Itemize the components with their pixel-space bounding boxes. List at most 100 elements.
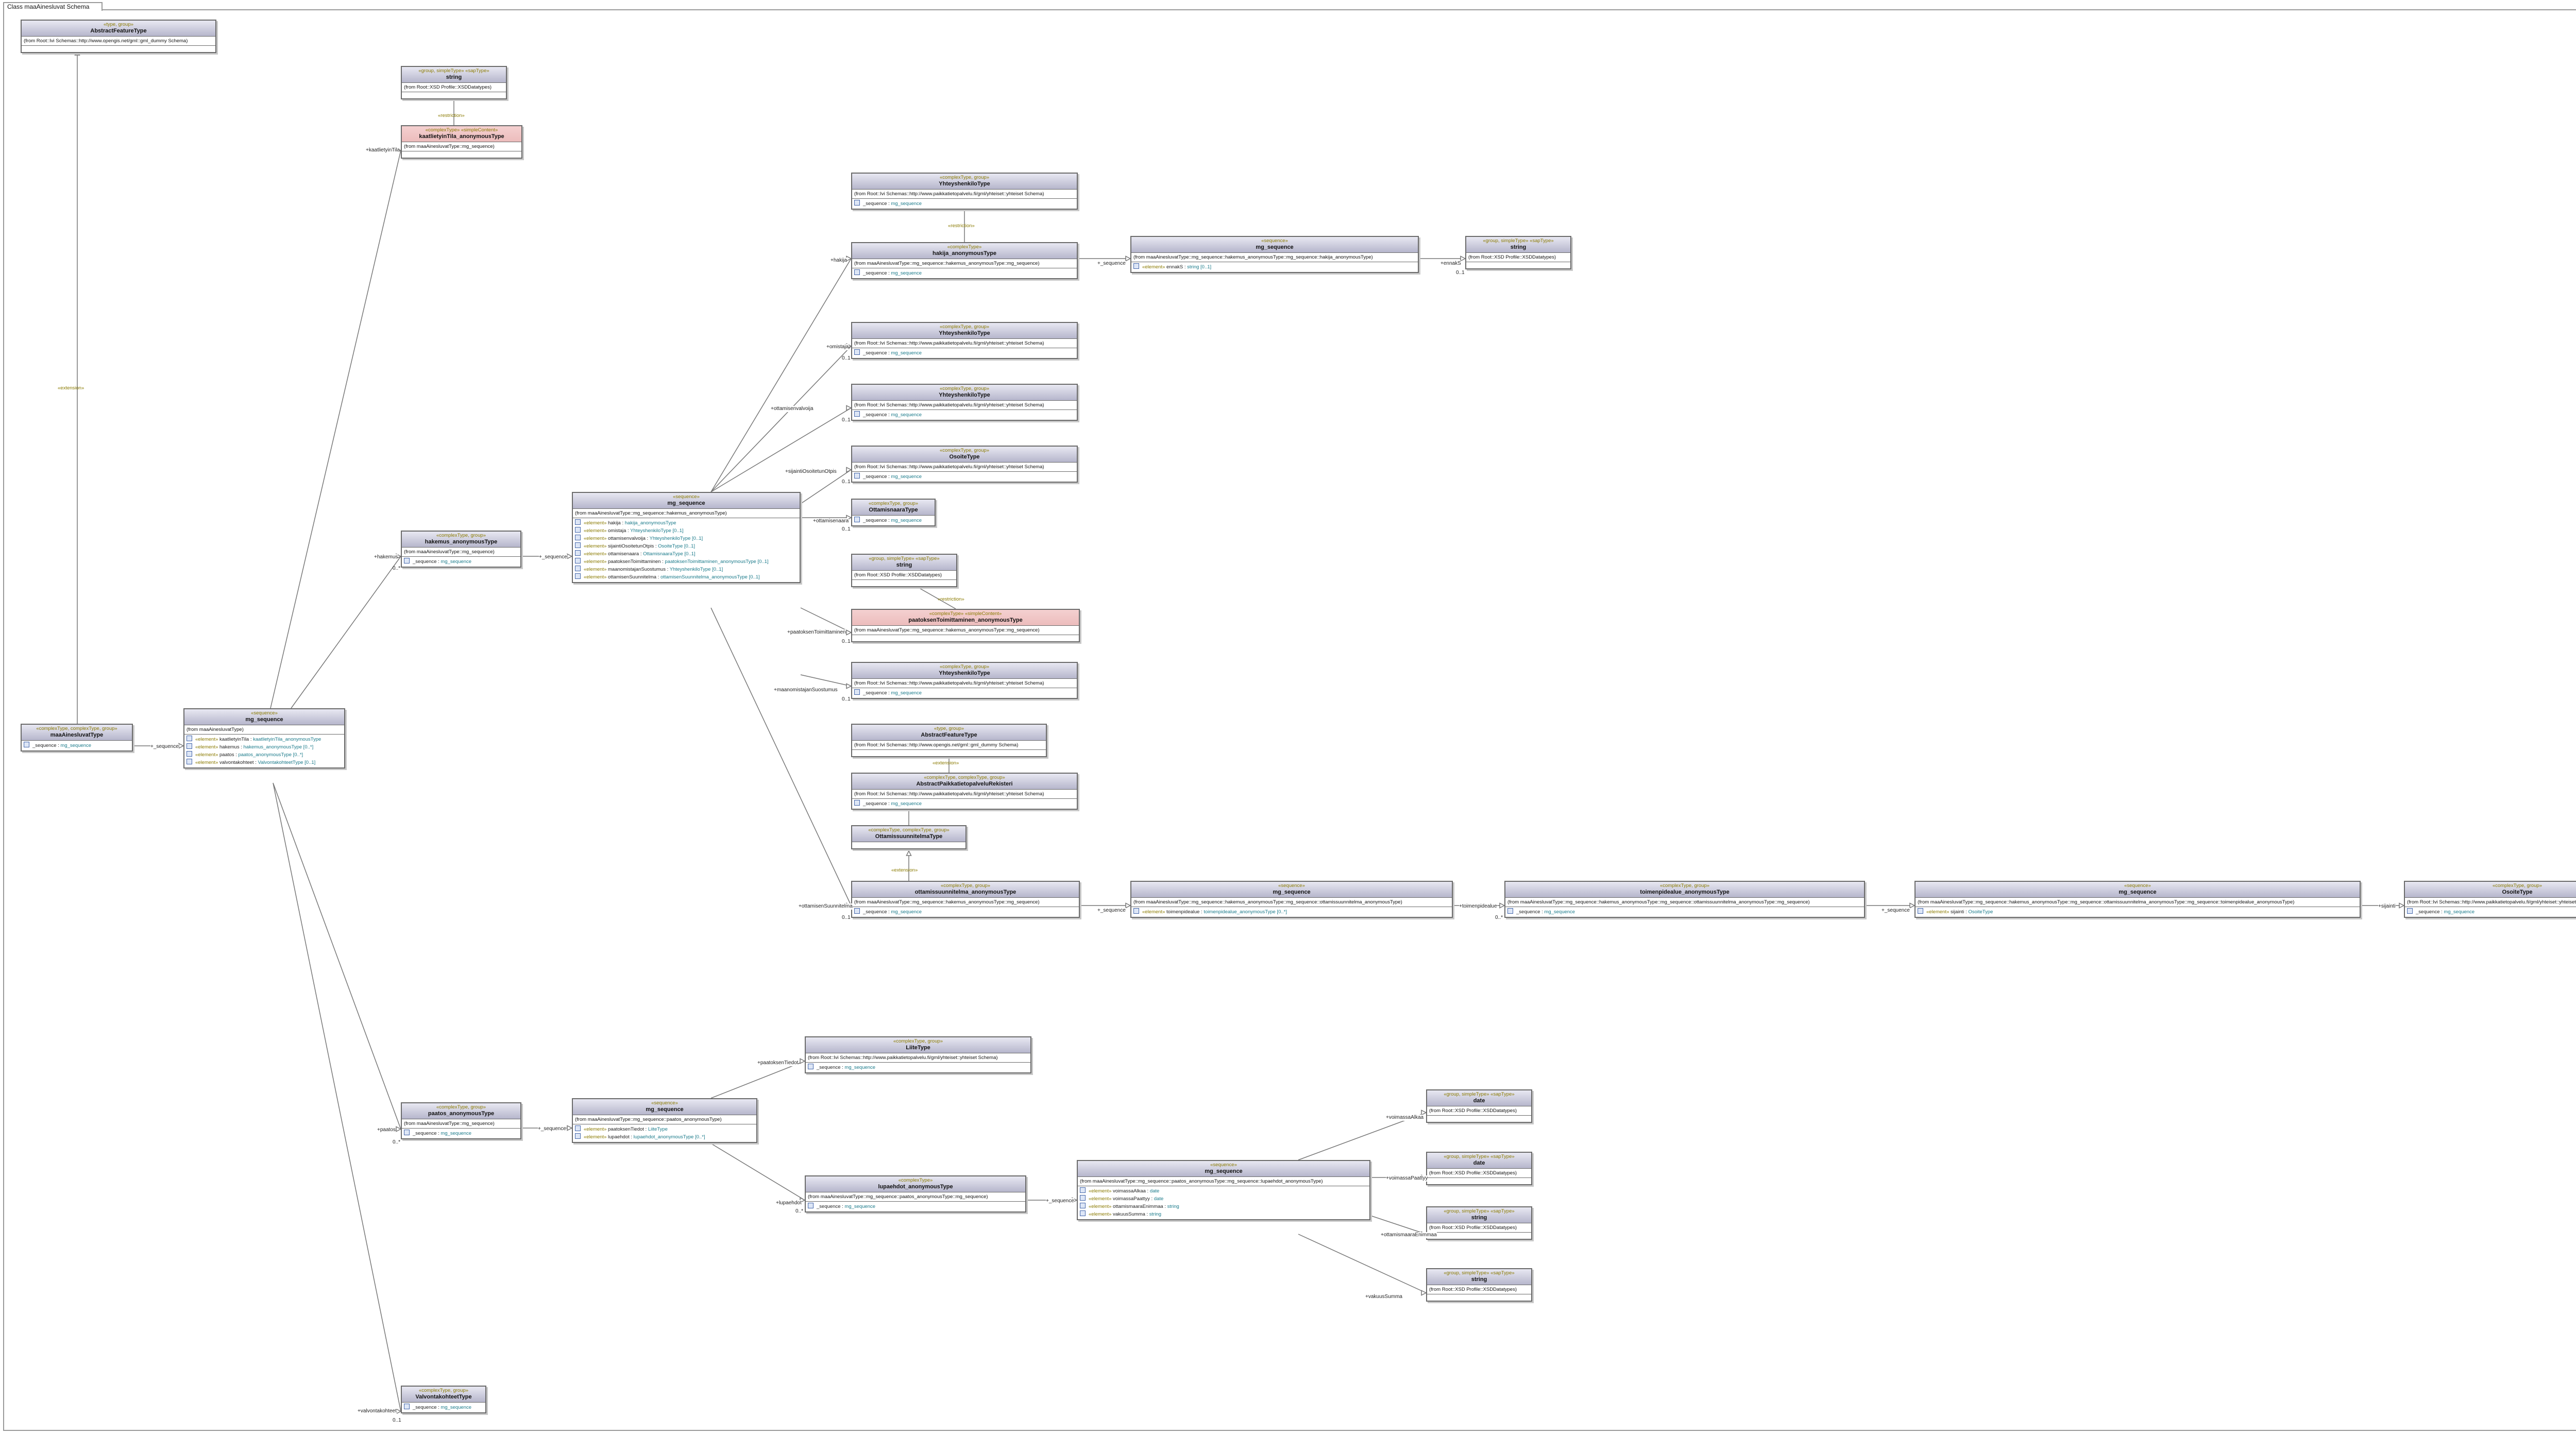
class-attribute[interactable]: _sequence : mg_sequence: [24, 742, 130, 749]
class-attribute[interactable]: «element» paatoksenTiedot : LiiteType: [575, 1125, 754, 1133]
class-attribute[interactable]: _sequence : mg_sequence: [808, 1203, 1023, 1210]
class-header: «complexType» «simpleContent»kaatlietyin…: [402, 126, 521, 142]
class-attribute[interactable]: «element» ottamismaaraEnimmaa : string: [1080, 1203, 1367, 1210]
class-box-toim-anon[interactable]: «complexType, group»toimenpidealue_anony…: [1504, 881, 1865, 918]
class-attribute[interactable]: _sequence : mg_sequence: [404, 1404, 483, 1411]
class-box-yht3[interactable]: «complexType, group»YhteyshenkiloType(fr…: [851, 384, 1078, 421]
class-box-ott-naara[interactable]: «complexType, group»OttamisnaaraType_seq…: [851, 499, 936, 526]
class-attribute[interactable]: _sequence : mg_sequence: [854, 269, 1075, 277]
class-box-ott-suun-anon[interactable]: «complexType, group»ottamissuunnitelma_a…: [851, 881, 1080, 918]
class-box-hakija[interactable]: «complexType»hakija_anonymousType(from m…: [851, 242, 1078, 279]
class-attribute[interactable]: «element» ennakS : string [0..1]: [1133, 263, 1416, 271]
class-attribute[interactable]: «element» paatoksenToimittaminen : paato…: [575, 558, 798, 566]
attribute-type: date: [1154, 1196, 1164, 1202]
class-name: maaAinesluvatType: [50, 732, 104, 738]
class-box-str4[interactable]: «group, simpleType» «sapType»string(from…: [1426, 1268, 1532, 1302]
attribute-icon: [24, 742, 29, 747]
class-header: «group, simpleType» «sapType»string: [1427, 1269, 1531, 1285]
class-from: (from Root::Ivi Schemas::http://www.open…: [852, 741, 1046, 750]
class-attribute[interactable]: _sequence : mg_sequence: [404, 1130, 518, 1137]
class-box-seq-toim[interactable]: «sequence»mg_sequence(from maaAinesluvat…: [1914, 881, 2361, 918]
class-box-valvonta[interactable]: «complexType, group»ValvontakohteetType_…: [401, 1386, 486, 1413]
class-attribute[interactable]: «element» omistaja : YhteyshenkiloType […: [575, 527, 798, 535]
class-box-string-hakija[interactable]: «group, simpleType» «sapType»string(from…: [1465, 236, 1571, 269]
class-box-yht4[interactable]: «complexType, group»YhteyshenkiloType(fr…: [851, 662, 1078, 699]
class-box-osoite-far[interactable]: «complexType, group»OsoiteType(from Root…: [2404, 881, 2576, 918]
class-attribute[interactable]: _sequence : mg_sequence: [404, 558, 518, 566]
class-box-paatos[interactable]: «complexType, group»paatos_anonymousType…: [401, 1102, 521, 1139]
class-name: hakemus_anonymousType: [425, 539, 498, 545]
class-box-seq-ott[interactable]: «sequence»mg_sequence(from maaAinesluvat…: [1130, 881, 1453, 918]
class-name: mg_sequence: [245, 716, 283, 723]
class-stereotype: «complexType, group»: [868, 501, 919, 506]
class-attribute[interactable]: «element» hakemus : hakemus_anonymousTyp…: [187, 743, 342, 751]
class-attribute[interactable]: «element» sijaintiOsoitetunOtpis : Osoit…: [575, 542, 798, 550]
class-attribute[interactable]: «element» maanomistajanSuostumus : Yhtey…: [575, 566, 798, 573]
class-attribute[interactable]: «element» ottamisenSuunnitelma : ottamis…: [575, 573, 798, 581]
class-attribute[interactable]: «element» toimenpidealue : toimenpidealu…: [1133, 908, 1450, 916]
class-box-seq-hak[interactable]: «sequence»mg_sequence(from maaAinesluvat…: [572, 492, 801, 583]
class-attribute[interactable]: _sequence : mg_sequence: [854, 473, 1075, 481]
extension-label: «extension»: [933, 760, 959, 766]
class-stereotype: «complexType, group»: [939, 448, 990, 453]
class-box-kaat-tila[interactable]: «complexType» «simpleContent»kaatlietyin…: [401, 125, 522, 159]
attribute-icon: [854, 200, 860, 206]
class-attribute[interactable]: «element» paatos : paatos_anonymousType …: [187, 751, 342, 759]
class-box-yht1[interactable]: «complexType, group»YhteyshenkiloType(fr…: [851, 173, 1078, 210]
class-attribute[interactable]: _sequence : mg_sequence: [854, 411, 1075, 419]
class-name: mg_sequence: [646, 1106, 684, 1113]
class-attributes: _sequence : mg_sequence: [806, 1063, 1030, 1072]
class-box-string-mid[interactable]: «group, simpleType» «sapType»string(from…: [851, 554, 957, 587]
attribute-type: paatoksenToimittaminen_anonymousType [0.…: [665, 559, 769, 565]
class-attribute[interactable]: «element» kaatlietyinTila : kaatlietyinT…: [187, 736, 342, 743]
class-box-maa-aines[interactable]: «complexType, complexType, group»maaAine…: [21, 724, 133, 752]
class-attribute[interactable]: «element» sijainti : OsoiteType: [1918, 908, 2358, 916]
role-label-maanomistajan-suostumus: +maanomistajanSuostumus: [774, 687, 838, 693]
class-attributes: _sequence : mg_sequence: [852, 516, 935, 525]
class-attribute[interactable]: «element» voimassaPaattyy : date: [1080, 1195, 1367, 1203]
class-attribute[interactable]: _sequence : mg_sequence: [854, 517, 933, 524]
class-box-yht2[interactable]: «complexType, group»YhteyshenkiloType(fr…: [851, 322, 1078, 359]
class-name: mg_sequence: [2119, 889, 2157, 895]
class-box-osoite[interactable]: «complexType, group»OsoiteType(from Root…: [851, 446, 1078, 483]
class-stereotype: «complexType, group»: [418, 1388, 469, 1393]
class-box-lupa[interactable]: «complexType, group»LiiteType(from Root:…: [805, 1036, 1031, 1073]
class-box-hakemus[interactable]: «complexType, group»hakemus_anonymousTyp…: [401, 531, 521, 568]
class-attribute[interactable]: _sequence : mg_sequence: [854, 800, 1075, 808]
class-name: string: [446, 74, 462, 80]
class-attribute[interactable]: «element» ottamisenaara : OttamisnaaraTy…: [575, 550, 798, 558]
class-attribute[interactable]: «element» ottamisenvalvoija : Yhteyshenk…: [575, 535, 798, 542]
class-attributes: [1427, 1116, 1531, 1122]
class-attribute[interactable]: _sequence : mg_sequence: [854, 689, 1075, 697]
class-box-apdr[interactable]: «complexType, complexType, group»Abstrac…: [851, 773, 1078, 810]
class-box-string-top[interactable]: «group, simpleType» «sapType»string(from…: [401, 66, 507, 99]
class-box-seq-paat[interactable]: «sequence»mg_sequence(from maaAinesluvat…: [572, 1098, 757, 1143]
generalization-arrow: [906, 850, 912, 856]
class-header: «complexType, group»toimenpidealue_anony…: [1505, 882, 1864, 898]
class-box-dt2[interactable]: «group, simpleType» «sapType»date(from R…: [1426, 1152, 1532, 1185]
class-attribute[interactable]: _sequence : mg_sequence: [854, 349, 1075, 357]
class-box-afe-top[interactable]: «type, group»AbstractFeatureType(from Ro…: [21, 20, 216, 53]
class-box-ott-suun-t[interactable]: «complexType, complexType, group»Ottamis…: [851, 825, 967, 849]
class-attribute[interactable]: _sequence : mg_sequence: [854, 908, 1077, 916]
attribute-type: ottamisenSuunnitelma_anonymousType [0..1…: [660, 574, 760, 580]
class-attribute[interactable]: «element» voimassaAlkaa : date: [1080, 1187, 1367, 1195]
class-attribute[interactable]: «element» valvontakohteet : Valvontakoht…: [187, 759, 342, 766]
class-attribute[interactable]: _sequence : mg_sequence: [808, 1064, 1028, 1071]
class-attribute[interactable]: «element» hakija : hakija_anonymousType: [575, 519, 798, 527]
class-stereotype: «type, group»: [934, 726, 964, 731]
class-box-afe-mid[interactable]: «type, group»AbstractFeatureType(from Ro…: [851, 724, 1047, 757]
class-box-seq-lupa[interactable]: «sequence»mg_sequence(from maaAinesluvat…: [1077, 1160, 1370, 1220]
class-attribute[interactable]: «element» vakuusSumma : string: [1080, 1210, 1367, 1218]
class-attribute[interactable]: «element» lupaehdot : lupaehdot_anonymou…: [575, 1133, 754, 1141]
class-box-str3[interactable]: «group, simpleType» «sapType»string(from…: [1426, 1206, 1532, 1240]
class-attribute[interactable]: _sequence : mg_sequence: [854, 200, 1075, 208]
class-box-paat-toim[interactable]: «complexType» «simpleContent»paatoksenTo…: [851, 609, 1080, 642]
class-box-dt1[interactable]: «group, simpleType» «sapType»date(from R…: [1426, 1089, 1532, 1123]
class-box-seq-root[interactable]: «sequence»mg_sequence(from maaAinesluvat…: [183, 708, 345, 769]
attribute-name: toimenpidealue: [1166, 909, 1200, 915]
class-attribute[interactable]: _sequence : mg_sequence: [1507, 908, 1862, 916]
class-box-lupaehdot[interactable]: «complexType»lupaehdot_anonymousType(fro…: [805, 1175, 1026, 1213]
class-box-seq-hakija[interactable]: «sequence»mg_sequence(from maaAinesluvat…: [1130, 236, 1419, 273]
class-attribute[interactable]: _sequence : mg_sequence: [2407, 908, 2576, 916]
